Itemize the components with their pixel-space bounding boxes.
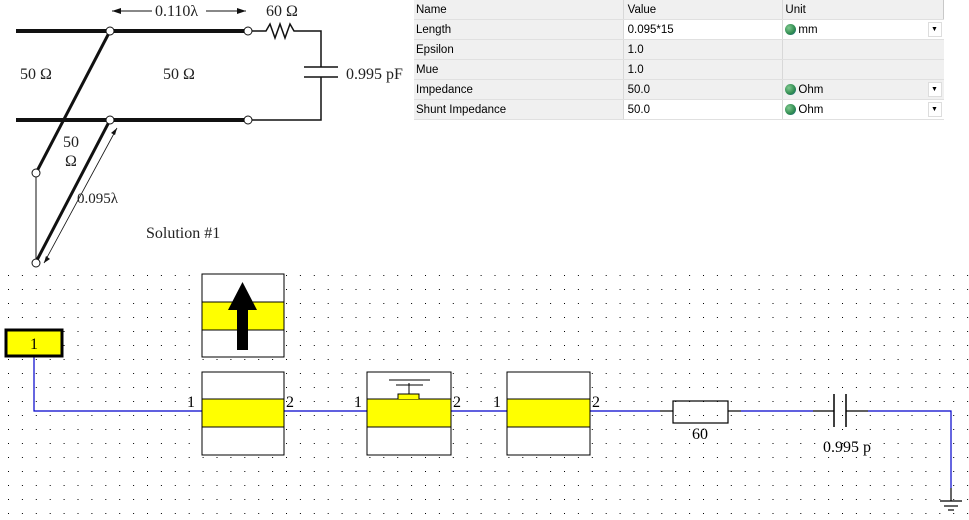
unit-empty bbox=[782, 59, 944, 80]
dropdown-arrow-icon[interactable]: ▼ bbox=[927, 102, 942, 117]
value-field[interactable]: 1.0 bbox=[623, 39, 784, 60]
value-field[interactable]: 0.095*15 bbox=[623, 19, 784, 40]
pin-label: 1 bbox=[354, 394, 362, 411]
unit-label: Ohm bbox=[798, 83, 824, 96]
arrowhead-icon bbox=[237, 8, 246, 14]
stub-impedance-label: 50 bbox=[63, 134, 79, 151]
resistor-label: 60 Ω bbox=[266, 3, 298, 20]
transmission-line-2[interactable]: 1 2 bbox=[493, 371, 600, 456]
header-name[interactable]: Name bbox=[414, 0, 624, 20]
dropdown-arrow-icon[interactable]: ▼ bbox=[927, 82, 942, 97]
pin-label: 2 bbox=[286, 394, 294, 411]
value-field[interactable]: 1.0 bbox=[623, 59, 784, 80]
textbook-figure: 0.110λ 60 Ω 0.995 pF 50 Ω 50 Ω 50 Ω 0.09… bbox=[0, 0, 414, 268]
schematic-drawing[interactable]: 1 1 2 1 bbox=[0, 268, 969, 515]
node bbox=[105, 26, 115, 36]
row-name: Shunt Impedance bbox=[414, 99, 624, 120]
pin-label: 1 bbox=[187, 394, 195, 411]
unit-empty bbox=[782, 39, 944, 60]
arrowhead-icon bbox=[111, 128, 117, 135]
stub-length-label: 0.095λ bbox=[77, 191, 119, 207]
wire[interactable] bbox=[33, 356, 202, 412]
port-label: 1 bbox=[30, 336, 38, 353]
series-impedance-label: 50 Ω bbox=[163, 66, 195, 83]
load-return-wire bbox=[252, 77, 322, 121]
pin-label: 2 bbox=[453, 394, 461, 411]
table-row-length[interactable]: Length 0.095*15 mm ▼ bbox=[414, 19, 944, 40]
capacitor-component[interactable]: 0.995 p bbox=[823, 394, 871, 456]
row-name: Length bbox=[414, 19, 624, 40]
table-row-epsilon[interactable]: Epsilon 1.0 bbox=[414, 39, 944, 60]
header-unit[interactable]: Unit bbox=[782, 0, 944, 20]
table-header-row: Name Value Unit bbox=[414, 0, 944, 20]
node bbox=[31, 258, 41, 268]
stub-line bbox=[34, 119, 112, 263]
resistor-value: 60 bbox=[692, 426, 708, 443]
value-field[interactable]: 50.0 bbox=[623, 79, 784, 100]
node bbox=[105, 115, 115, 125]
arrowhead-icon bbox=[112, 8, 121, 14]
pin-label: 1 bbox=[493, 394, 501, 411]
pin-label: 2 bbox=[592, 394, 600, 411]
stub-impedance-unit: Ω bbox=[65, 153, 77, 170]
schematic-canvas[interactable]: 1 1 2 1 bbox=[0, 268, 969, 515]
header-value[interactable]: Value bbox=[623, 0, 784, 20]
resistor-component[interactable]: 60 bbox=[672, 400, 729, 443]
capacitor-label: 0.995 pF bbox=[346, 66, 403, 83]
node bbox=[243, 115, 253, 125]
stub-length-arrow bbox=[43, 127, 118, 264]
globe-icon bbox=[785, 23, 797, 35]
up-arrow-icon bbox=[228, 282, 257, 350]
arrowhead-icon bbox=[44, 256, 50, 263]
value-field[interactable]: 50.0 bbox=[623, 99, 784, 120]
table-row-impedance[interactable]: Impedance 50.0 Ohm ▼ bbox=[414, 79, 944, 100]
table-row-mue[interactable]: Mue 1.0 bbox=[414, 59, 944, 80]
grid-dots bbox=[0, 268, 969, 515]
globe-icon bbox=[785, 103, 797, 115]
shorted-stub[interactable]: 1 2 bbox=[354, 371, 461, 456]
series-length-label: 0.110λ bbox=[155, 3, 198, 20]
transmission-line-1[interactable]: 1 2 bbox=[187, 371, 294, 456]
property-table: Name Value Unit Length 0.095*15 mm ▼ Eps… bbox=[414, 0, 944, 120]
diagonal-line bbox=[34, 30, 112, 174]
capacitor-value: 0.995 p bbox=[823, 439, 871, 456]
unit-select[interactable]: Ohm ▼ bbox=[782, 99, 944, 120]
globe-icon bbox=[785, 83, 797, 95]
node bbox=[243, 26, 253, 36]
substrate-component[interactable] bbox=[201, 273, 285, 358]
unit-label: Ohm bbox=[798, 103, 824, 116]
port-1[interactable]: 1 bbox=[4, 328, 64, 358]
caption: Solution #1 bbox=[146, 225, 220, 242]
figure-drawing: 0.110λ 60 Ω 0.995 pF 50 Ω 50 Ω 50 Ω 0.09… bbox=[16, 3, 403, 268]
row-name: Impedance bbox=[414, 79, 624, 100]
resistor-symbol bbox=[252, 21, 322, 67]
table-row-shunt-impedance[interactable]: Shunt Impedance 50.0 Ohm ▼ bbox=[414, 99, 944, 120]
node bbox=[31, 168, 41, 178]
unit-label: mm bbox=[798, 23, 818, 36]
row-name: Mue bbox=[414, 59, 624, 80]
ground-icon[interactable] bbox=[940, 500, 962, 511]
line-impedance-label: 50 Ω bbox=[20, 66, 52, 83]
unit-select[interactable]: mm ▼ bbox=[782, 19, 944, 40]
dropdown-arrow-icon[interactable]: ▼ bbox=[927, 22, 942, 37]
wire[interactable] bbox=[868, 410, 952, 488]
unit-select[interactable]: Ohm ▼ bbox=[782, 79, 944, 100]
ground-icon bbox=[389, 379, 430, 394]
row-name: Epsilon bbox=[414, 39, 624, 60]
